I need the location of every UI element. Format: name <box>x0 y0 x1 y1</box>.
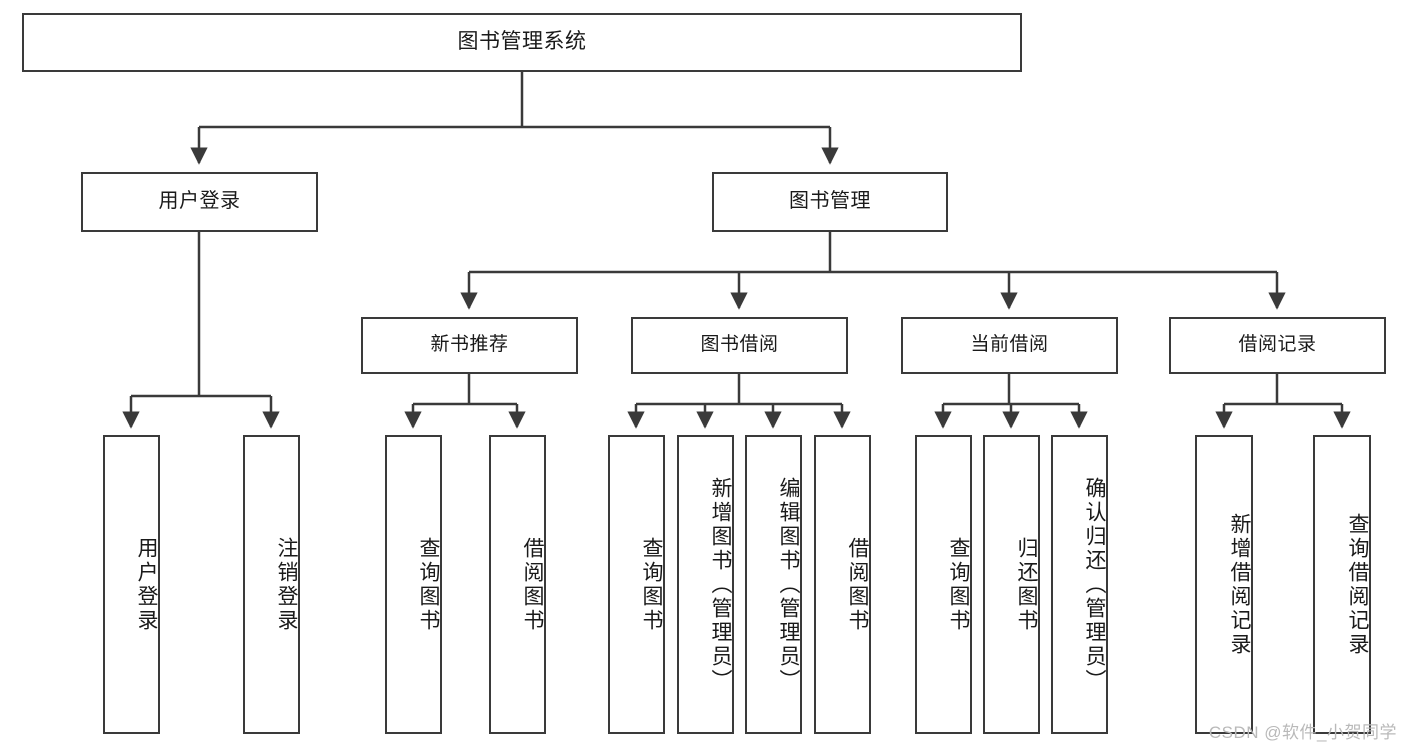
csdn-watermark: CSDN @软件_小贺同学 <box>1208 723 1397 742</box>
leaf-borrow-records-query-record[interactable]: 查询借阅记录 <box>1313 435 1371 734</box>
leaf-user-login-logout[interactable]: 注销登录 <box>243 435 300 734</box>
node-book-management[interactable]: 图书管理 <box>712 172 948 232</box>
leaf-borrow-records-add-record[interactable]: 新增借阅记录 <box>1195 435 1253 734</box>
node-label: 图书管理系统 <box>457 30 587 54</box>
node-borrow-records[interactable]: 借阅记录 <box>1169 317 1386 374</box>
node-label: 查询图书 <box>417 536 440 633</box>
node-label: 借阅图书 <box>846 536 869 633</box>
node-book-borrow[interactable]: 图书借阅 <box>631 317 848 374</box>
node-label: 注销登录 <box>275 536 298 633</box>
node-label: 新增图书（管理员） <box>709 476 732 693</box>
node-label: 用户登录 <box>135 536 158 633</box>
node-label: 确认归还（管理员） <box>1083 476 1106 693</box>
leaf-book-borrow-edit-book-admin[interactable]: 编辑图书（管理员） <box>745 435 802 734</box>
node-label: 编辑图书（管理员） <box>777 476 800 693</box>
node-label: 图书管理 <box>789 190 871 213</box>
leaf-new-book-query-book[interactable]: 查询图书 <box>385 435 442 734</box>
node-current-borrow[interactable]: 当前借阅 <box>901 317 1118 374</box>
leaf-current-borrow-query-book[interactable]: 查询图书 <box>915 435 972 734</box>
node-label: 用户登录 <box>158 190 241 213</box>
node-label: 查询借阅记录 <box>1346 512 1369 657</box>
leaf-current-borrow-confirm-return-admin[interactable]: 确认归还（管理员） <box>1051 435 1108 734</box>
node-label: 借阅记录 <box>1238 334 1317 356</box>
leaf-book-borrow-add-book-admin[interactable]: 新增图书（管理员） <box>677 435 734 734</box>
node-user-login[interactable]: 用户登录 <box>81 172 318 232</box>
leaf-book-borrow-borrow-book[interactable]: 借阅图书 <box>814 435 871 734</box>
leaf-user-login-login[interactable]: 用户登录 <box>103 435 160 734</box>
node-label: 查询图书 <box>947 536 970 633</box>
node-root-book-management-system[interactable]: 图书管理系统 <box>22 13 1022 72</box>
node-label: 当前借阅 <box>970 334 1049 356</box>
leaf-book-borrow-query-book[interactable]: 查询图书 <box>608 435 665 734</box>
leaf-current-borrow-return-book[interactable]: 归还图书 <box>983 435 1040 734</box>
node-new-book-recommend[interactable]: 新书推荐 <box>361 317 578 374</box>
leaf-new-book-borrow-book[interactable]: 借阅图书 <box>489 435 546 734</box>
node-label: 借阅图书 <box>521 536 544 633</box>
node-label: 归还图书 <box>1015 536 1038 633</box>
node-label: 图书借阅 <box>700 334 779 356</box>
node-label: 查询图书 <box>640 536 663 633</box>
node-label: 新书推荐 <box>430 334 509 356</box>
node-label: 新增借阅记录 <box>1228 512 1251 657</box>
